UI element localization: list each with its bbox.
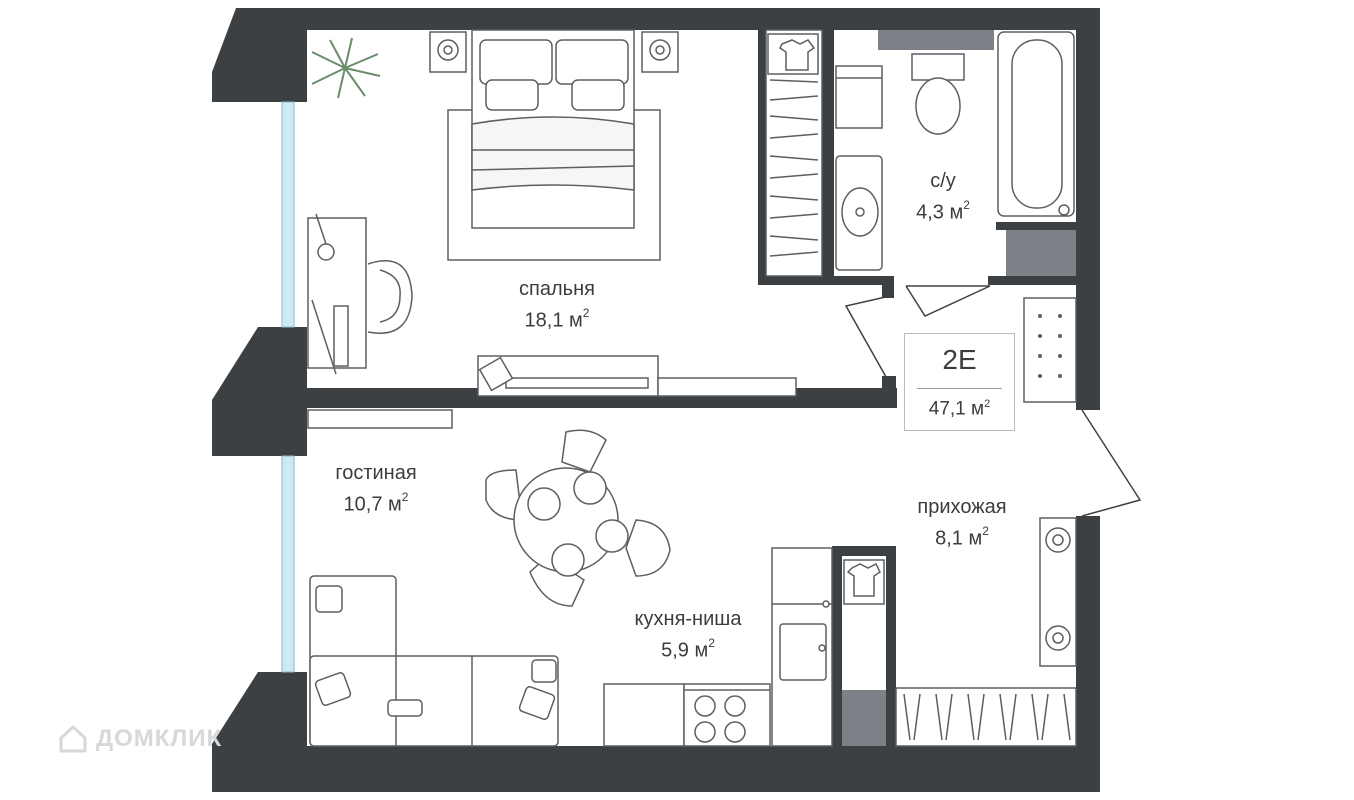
watermark: ДОМКЛИК — [58, 724, 222, 754]
exterior-walls — [212, 8, 1100, 792]
room-label-hallway: прихожая 8,1 м2 — [892, 494, 1032, 552]
room-name: с/у — [930, 170, 956, 192]
unit-code: 2Е — [942, 344, 977, 375]
room-area: 10,7 м2 — [343, 490, 409, 516]
room-name: гостиная — [335, 462, 417, 484]
bedroom-door — [844, 295, 891, 385]
room-label-living: гостиная 10,7 м2 — [306, 460, 446, 518]
dining-table — [485, 429, 671, 607]
room-label-kitchen: кухня-ниша 5,9 м2 — [608, 606, 768, 664]
house-logo-icon — [59, 725, 87, 753]
room-area: 5,9 м2 — [661, 636, 715, 662]
hall-wardrobe — [895, 687, 1077, 747]
room-area: 18,1 м2 — [524, 306, 590, 332]
wardrobe — [765, 29, 823, 277]
doormat — [1023, 297, 1077, 403]
room-name: спальня — [519, 278, 595, 300]
room-area: 4,3 м2 — [916, 198, 970, 224]
unit-area: 47,1 м2 — [928, 398, 991, 420]
radiator — [307, 409, 453, 429]
bathroom-door — [905, 285, 991, 317]
room-name: прихожая — [917, 496, 1007, 518]
sofa — [309, 575, 559, 747]
niche-closet — [842, 559, 886, 746]
room-label-bathroom: с/у 4,3 м2 — [888, 168, 998, 226]
hall-cabinet — [1039, 517, 1077, 667]
room-label-bedroom: спальня 18,1 м2 — [492, 276, 622, 334]
unit-divider — [917, 388, 1002, 389]
entrance-door — [1081, 409, 1142, 517]
bed — [447, 29, 661, 261]
tv-stand — [477, 355, 797, 397]
room-name: кухня-ниша — [634, 608, 742, 630]
nightstands — [429, 31, 679, 73]
desk — [307, 213, 413, 375]
kitchen-units — [603, 547, 833, 747]
bathroom-fixtures — [835, 30, 1076, 276]
room-area: 8,1 м2 — [935, 524, 989, 550]
windows — [281, 101, 295, 673]
unit-info-box: 2Е 47,1 м2 — [904, 333, 1015, 431]
watermark-text: ДОМКЛИК — [96, 725, 223, 752]
plant-icon — [311, 37, 381, 99]
